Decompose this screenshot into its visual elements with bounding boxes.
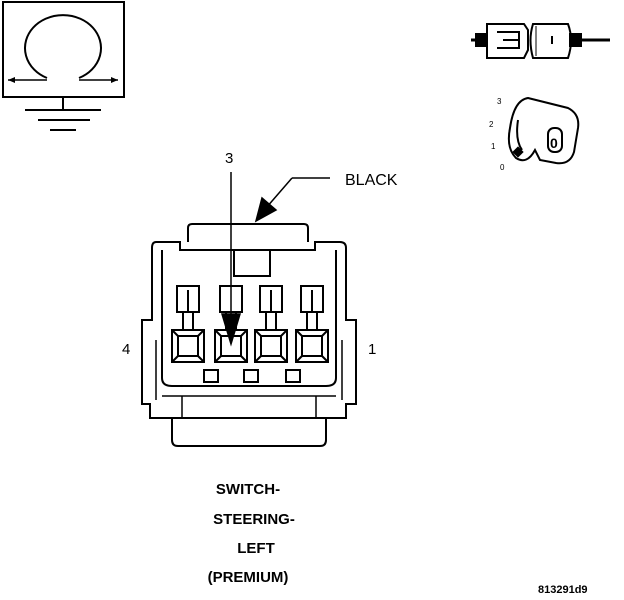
- color-callout-label: BLACK: [345, 172, 398, 189]
- terminal-cavities: [171, 285, 329, 363]
- key-position-0: 0: [500, 163, 505, 172]
- pin-label-4: 4: [122, 341, 131, 358]
- ignition-key-icon: [507, 96, 580, 165]
- key-position-2: 2: [489, 120, 494, 129]
- terminal-cavity-2: [254, 285, 288, 363]
- color-callout-leader: [254, 177, 330, 223]
- caption-line-4: (PREMIUM): [207, 569, 289, 586]
- key-label: 0: [550, 135, 558, 151]
- ground-continuity-icon: [2, 1, 125, 131]
- figure-id: 813291d9: [538, 584, 588, 596]
- pin-3-leader-arrow: [220, 172, 242, 347]
- connector-halves-icon: [471, 23, 610, 59]
- caption-line-2: STEERING-: [213, 511, 295, 528]
- terminal-cavity-1: [295, 285, 329, 363]
- key-position-3: 3: [497, 97, 502, 106]
- pin-label-1: 1: [368, 341, 377, 358]
- terminal-cavity-4: [171, 285, 205, 363]
- connector-body: [141, 223, 357, 447]
- caption-line-1: SWITCH-: [215, 481, 281, 498]
- key-position-1: 1: [491, 142, 496, 151]
- caption-line-3: LEFT: [237, 540, 275, 557]
- pin-label-3: 3: [225, 150, 234, 167]
